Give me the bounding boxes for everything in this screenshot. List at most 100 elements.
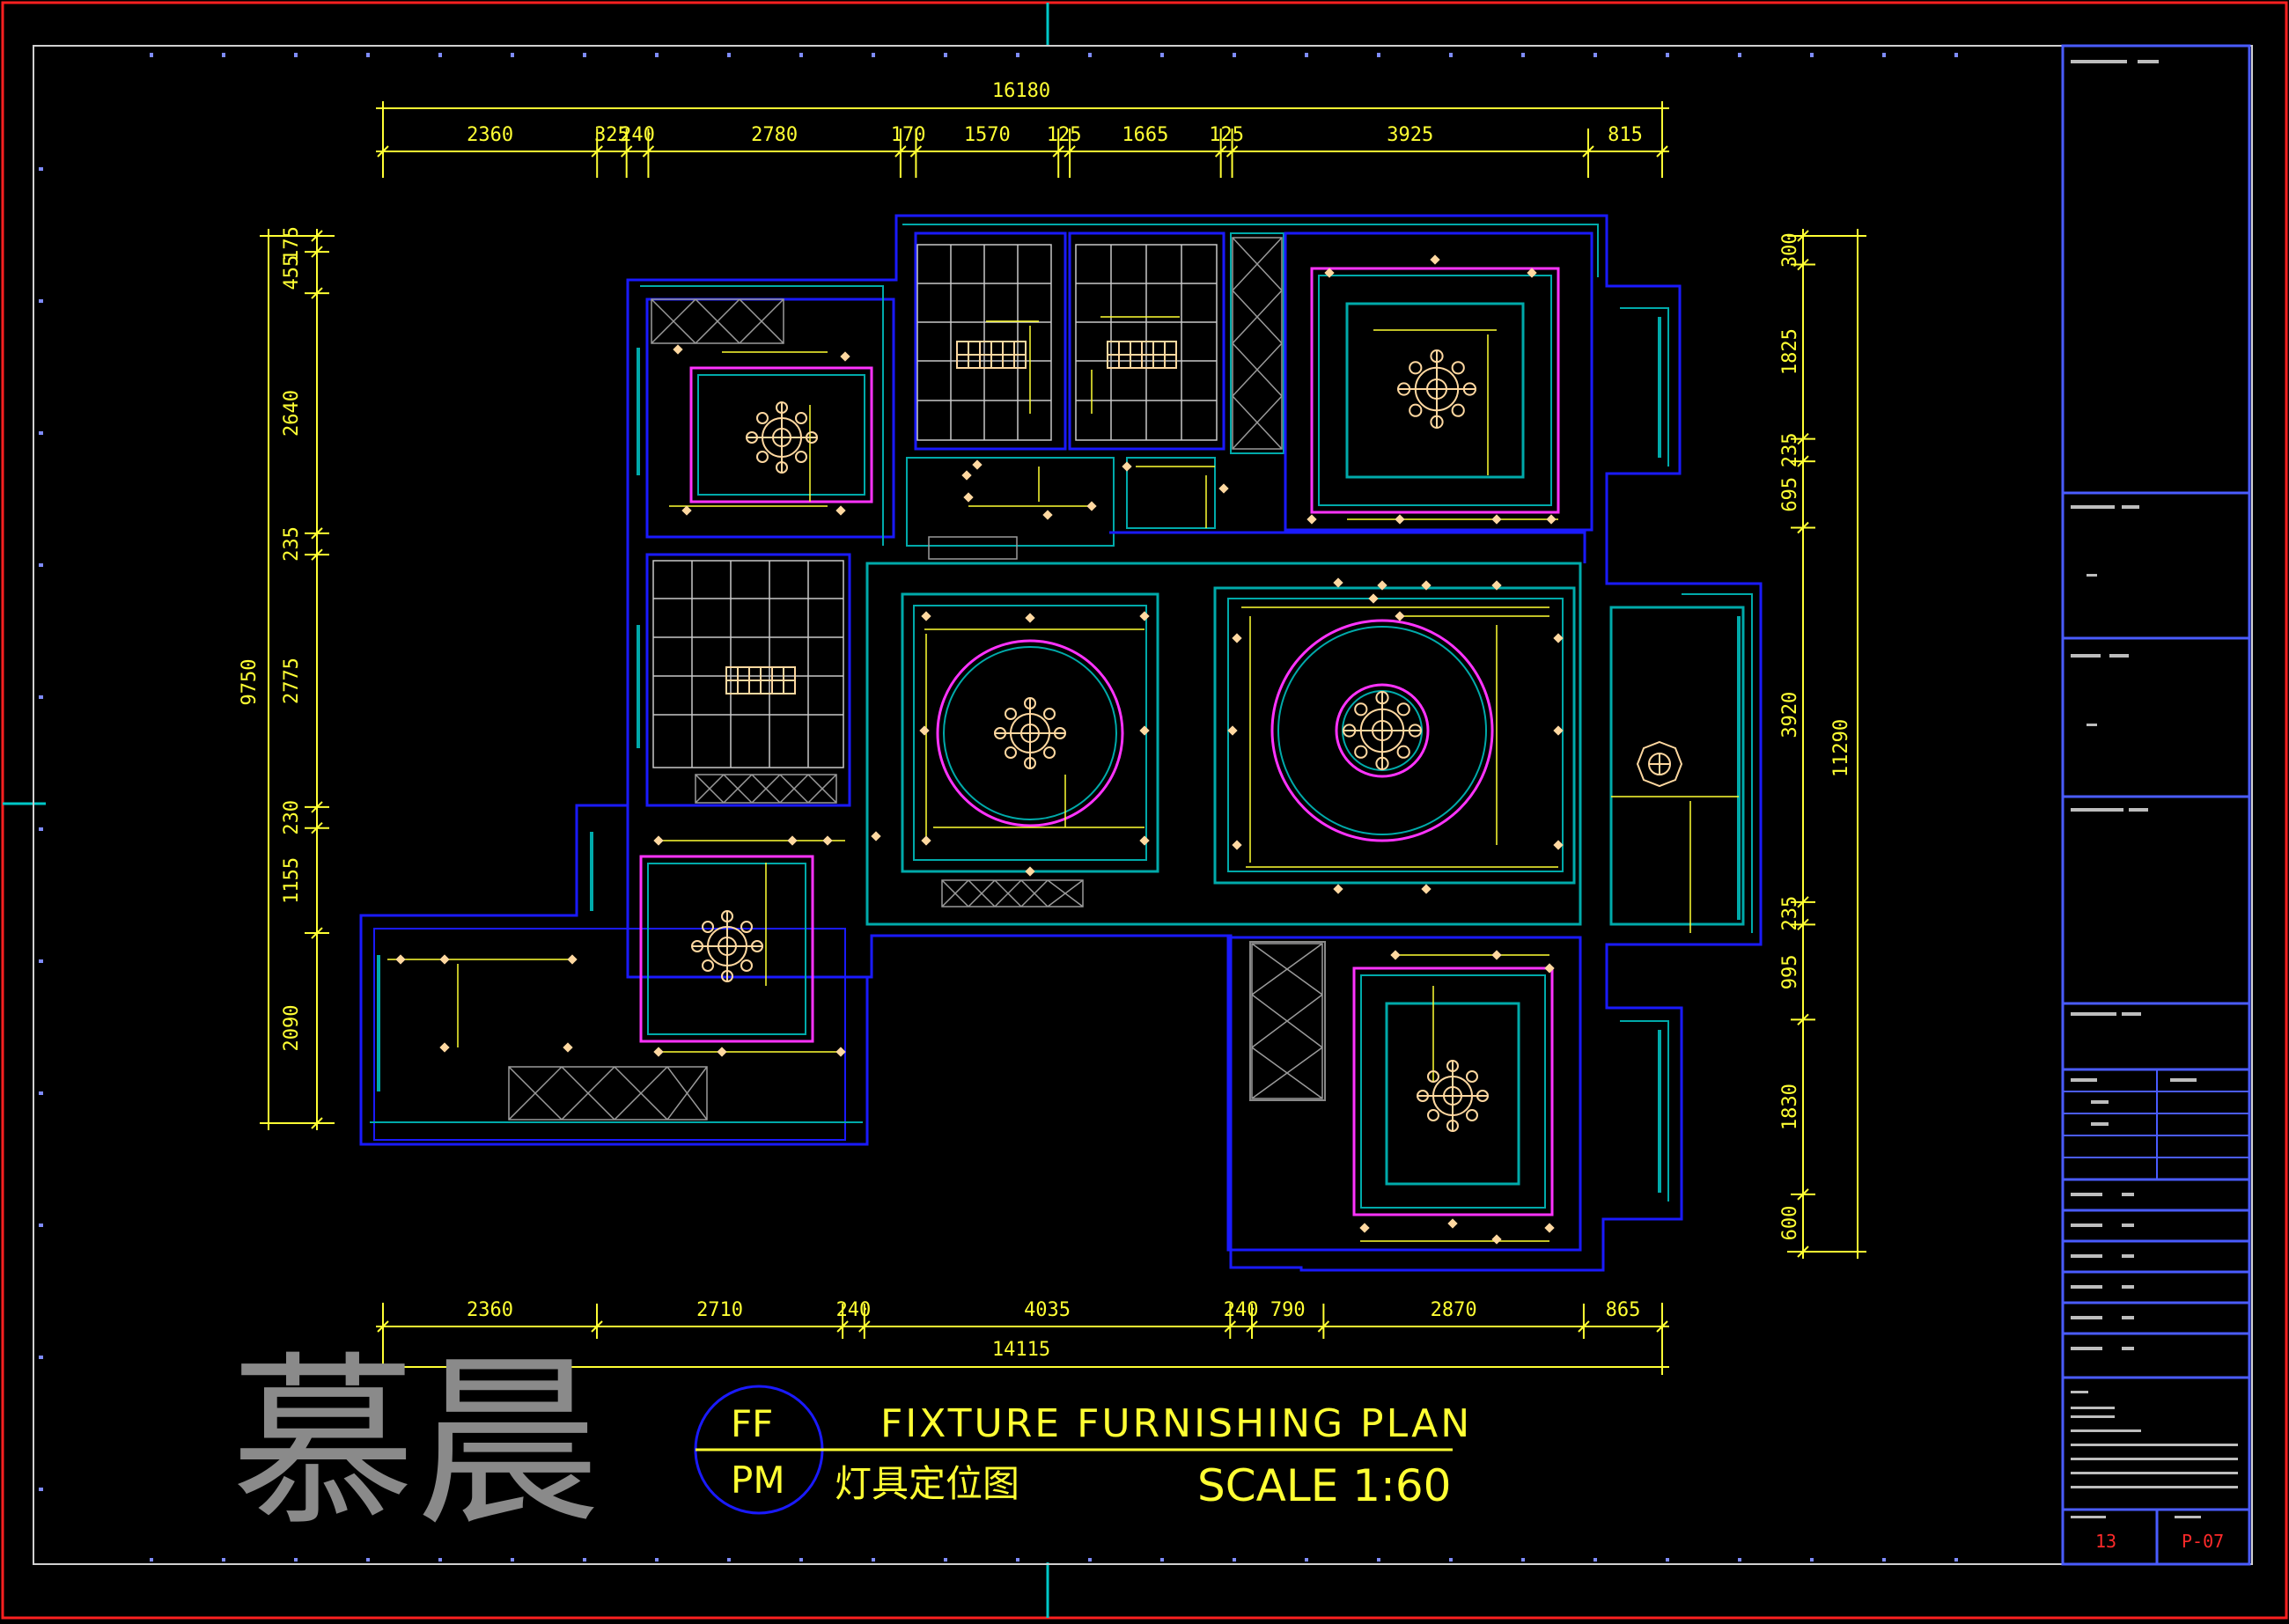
downlight-icon: [972, 459, 983, 470]
chandelier-icon: [1417, 1060, 1489, 1132]
downlight-icon: [822, 835, 833, 846]
drawing-title: FIXTURE FURNISHING PLAN: [880, 1401, 1472, 1446]
downlight-icon: [563, 1042, 573, 1053]
inner-wall: [645, 298, 895, 539]
dimension-label: 175: [281, 226, 303, 261]
title-block-fine-print: [2071, 60, 2238, 1518]
downlight-icon: [673, 344, 683, 355]
downlight-icon: [1553, 725, 1564, 736]
floor-plan: [359, 214, 1763, 1272]
downlight-icon: [1395, 611, 1405, 621]
left-overall-dimension: 9750: [239, 659, 261, 706]
bottom-overall-dimension: 14115: [992, 1339, 1050, 1361]
dimension-label: 2710: [696, 1299, 743, 1321]
downlight-icon: [921, 611, 931, 621]
dimension-label: 235: [1779, 432, 1801, 467]
downlight-icon: [1025, 866, 1035, 877]
drawing-frame: [33, 45, 2253, 1565]
downlight-icon: [681, 505, 692, 516]
chandelier-icon: [691, 910, 763, 982]
dimension-label: 125: [1209, 124, 1244, 146]
downlight-icon: [1333, 577, 1343, 588]
badge-top: FF: [731, 1402, 773, 1445]
downlight-icon: [963, 492, 974, 503]
dimension-label: 815: [1608, 124, 1643, 146]
chandelier-icon: [746, 401, 818, 474]
downlight-icon: [840, 351, 850, 362]
chandeliers: [691, 349, 1683, 1132]
downlight-icon: [1122, 461, 1132, 472]
dimension-label: 995: [1779, 954, 1801, 989]
tile-grid-kitchen: [652, 560, 844, 768]
dimension-label: 1665: [1122, 124, 1168, 146]
downlight-icon: [919, 725, 930, 736]
dimension-label: 1570: [964, 124, 1011, 146]
dimension-label: 1155: [281, 857, 303, 904]
watermark: 慕晨: [231, 1335, 600, 1551]
dimension-label: 2090: [281, 1005, 303, 1052]
drawing-title-cn: 灯具定位图: [835, 1462, 1019, 1505]
right-overall-dimension: 11290: [1830, 719, 1852, 777]
dimension-label: 235: [281, 526, 303, 562]
downlight-icon: [1395, 514, 1405, 525]
downlight-icon: [439, 1042, 450, 1053]
downlight-icon: [1227, 725, 1238, 736]
downlight-icon: [1544, 1223, 1555, 1233]
top-overall-dimension: 16180: [992, 80, 1050, 102]
dimension-label: 240: [836, 1299, 872, 1321]
downlight-icon: [1368, 593, 1379, 604]
sheet-number: P-07: [2182, 1531, 2224, 1552]
downlight-icon: [871, 831, 881, 841]
downlight-icon: [1377, 580, 1387, 591]
downlight-icon: [653, 835, 664, 846]
downlight-markers: [395, 254, 1564, 1245]
downlight-icon: [395, 954, 406, 965]
chandelier-icon: [1343, 691, 1423, 771]
downlight-icon: [1491, 1234, 1502, 1245]
downlight-icon: [961, 470, 972, 481]
chandelier-icon: [1397, 349, 1477, 429]
dimension-label: 300: [1779, 232, 1801, 268]
downlight-icon: [439, 954, 450, 965]
downlight-icon: [1491, 514, 1502, 525]
downlight-icon: [787, 835, 798, 846]
downlight-icon: [1139, 611, 1150, 621]
dimension-label: 2360: [467, 124, 513, 146]
downlight-icon: [1421, 580, 1432, 591]
dimension-label: 2360: [467, 1299, 513, 1321]
downlight-icon: [921, 835, 931, 846]
downlight-icon: [1324, 268, 1335, 278]
dimension-label: 455: [281, 255, 303, 290]
dimension-label: 2870: [1431, 1299, 1477, 1321]
downlight-icon: [835, 1047, 846, 1057]
downlight-icon: [1232, 633, 1242, 643]
outer-wall: [626, 214, 1763, 1272]
downlight-icon: [1042, 510, 1053, 520]
dimension-label: 600: [1779, 1206, 1801, 1241]
downlight-icon: [1447, 1218, 1458, 1229]
dimension-label: 3925: [1387, 124, 1433, 146]
dimension-label: 3920: [1779, 692, 1801, 739]
dimension-label: 240: [1224, 1299, 1259, 1321]
dimension-label: 790: [1270, 1299, 1306, 1321]
downlight-icon: [1359, 1223, 1370, 1233]
dimension-label: 1825: [1779, 328, 1801, 375]
downlight-icon: [1306, 514, 1317, 525]
dimension-label: 240: [620, 124, 655, 146]
downlight-icon: [653, 1047, 664, 1057]
downlight-icon: [1333, 884, 1343, 894]
badge-bottom: PM: [731, 1459, 785, 1502]
dimension-label: 170: [891, 124, 926, 146]
downlight-icon: [1139, 725, 1150, 736]
downlight-icon: [1025, 613, 1035, 623]
internal-dim-lines: [387, 316, 1739, 1242]
downlight-icon: [1491, 580, 1502, 591]
dimension-label: 4035: [1024, 1299, 1071, 1321]
pendant-light-icon: [1636, 740, 1683, 788]
downlight-icon: [1546, 514, 1557, 525]
downlight-icon: [1139, 835, 1150, 846]
downlight-icon: [1527, 268, 1537, 278]
